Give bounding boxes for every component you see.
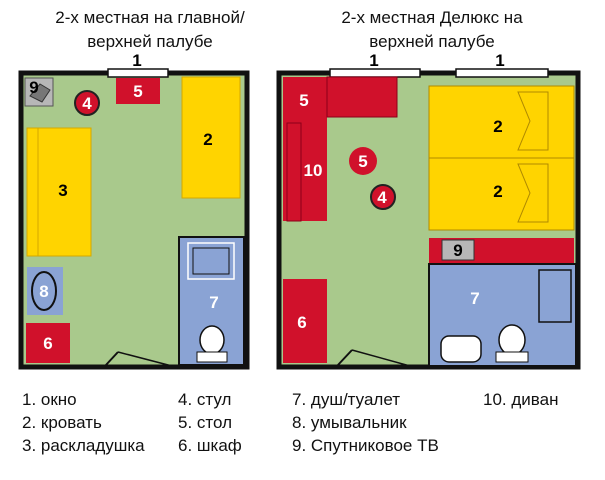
cabin-title-deluxe: 2-х местная Делюкс на верхней палубе: [282, 6, 582, 54]
standard-door-leaf: [104, 351, 119, 367]
standard-bathroom-shower-inner: [192, 247, 230, 275]
standard-bathroom-shower-tray: [187, 242, 235, 280]
standard-washbasin-label: 8: [39, 282, 48, 301]
cabin-title-standard-line1: 2-х местная на главной/: [55, 8, 245, 27]
standard-tv-screen: [29, 83, 51, 103]
standard-bed: [181, 76, 241, 199]
deluxe-bathroom-label: 7: [470, 289, 479, 308]
deluxe-window-1-label: 1: [369, 51, 378, 70]
legend-item-sofa: 10. диван: [483, 390, 559, 409]
standard-folding-bed-label: 3: [58, 181, 67, 200]
legend-item-bed: 2. кровать: [22, 413, 102, 432]
legend-item-window: 1. окно: [22, 390, 77, 409]
legend-item-folding-bed: 3. раскладушка: [22, 436, 145, 455]
standard-table-label: 5: [133, 82, 142, 101]
deluxe-window-1: [329, 68, 421, 78]
standard-wardrobe: [26, 323, 70, 363]
deluxe-cabin-plan: 1 1 5 10 5 4 2 2 9 7: [276, 51, 581, 370]
deluxe-wardrobe: [283, 279, 327, 363]
standard-tv-label: 9: [29, 78, 38, 97]
legend-item-table: 5. стол: [178, 413, 232, 432]
legend-column-2: 4. стул 5. стол 6. шкаф: [178, 390, 242, 456]
legend-item-satellite-tv: 9. Спутниковое ТВ: [292, 436, 439, 455]
standard-toilet-tank: [196, 351, 228, 363]
deluxe-tv-label: 9: [453, 241, 462, 260]
deluxe-door-swing: [351, 349, 411, 367]
legend-column-1: 1. окно 2. кровать 3. раскладушка: [22, 390, 145, 456]
deluxe-sofa-label: 10: [304, 161, 323, 180]
legend-column-4: 10. диван: [483, 390, 558, 410]
deluxe-wardrobe-label: 6: [297, 313, 306, 332]
legend-column-3: 7. душ/туалет 8. умывальник 9. Спутников…: [292, 390, 439, 456]
deluxe-window-2: [455, 68, 549, 78]
deluxe-table: [283, 77, 327, 123]
standard-chair: [74, 90, 100, 116]
deluxe-bathroom-shower: [538, 269, 572, 323]
deluxe-table-top: [326, 76, 398, 118]
standard-window: [107, 68, 169, 78]
deluxe-table-label: 5: [299, 91, 308, 110]
deluxe-bed-2-pillow: [517, 163, 549, 223]
deluxe-chair: [370, 184, 396, 210]
deluxe-sofa-back: [286, 122, 302, 222]
legend-item-shower-toilet: 7. душ/туалет: [292, 390, 401, 409]
standard-washbasin-bowl: [31, 271, 57, 311]
deluxe-tv: [441, 239, 475, 261]
deluxe-bed-1-label: 2: [493, 117, 502, 136]
deluxe-door-leaf: [336, 349, 353, 367]
standard-door-swing: [117, 351, 173, 367]
deluxe-side-table-label: 5: [358, 152, 367, 171]
standard-cabin-plan: 1 9 4 5 2 3 8 6 7: [18, 51, 250, 370]
standard-table: [116, 78, 160, 104]
deluxe-bed-1: [428, 85, 575, 159]
legend-item-washbasin: 8. умывальник: [292, 413, 407, 432]
deluxe-bed-1-pillow: [517, 91, 549, 151]
cabin-title-deluxe-line1: 2-х местная Делюкс на: [341, 8, 523, 27]
deluxe-bed-2: [428, 157, 575, 231]
standard-toilet: [199, 325, 225, 355]
deluxe-toilet-tank: [495, 351, 529, 363]
deluxe-washbasin: [440, 335, 482, 363]
standard-bed-label: 2: [203, 130, 212, 149]
deluxe-chair-label: 4: [377, 188, 387, 207]
standard-window-label: 1: [132, 51, 141, 70]
legend-item-wardrobe: 6. шкаф: [178, 436, 242, 455]
cabin-title-standard-line2: верхней палубе: [87, 32, 213, 51]
cabin-title-standard: 2-х местная на главной/ верхней палубе: [0, 6, 300, 54]
standard-chair-label: 4: [82, 94, 92, 113]
standard-bathroom-label: 7: [209, 293, 218, 312]
deluxe-toilet: [498, 324, 526, 356]
deluxe-window-2-label: 1: [495, 51, 504, 70]
deluxe-bed-2-label: 2: [493, 182, 502, 201]
deluxe-side-table: [349, 147, 377, 175]
standard-wardrobe-label: 6: [43, 334, 52, 353]
cabin-title-deluxe-line2: верхней палубе: [369, 32, 495, 51]
legend-item-chair: 4. стул: [178, 390, 232, 409]
